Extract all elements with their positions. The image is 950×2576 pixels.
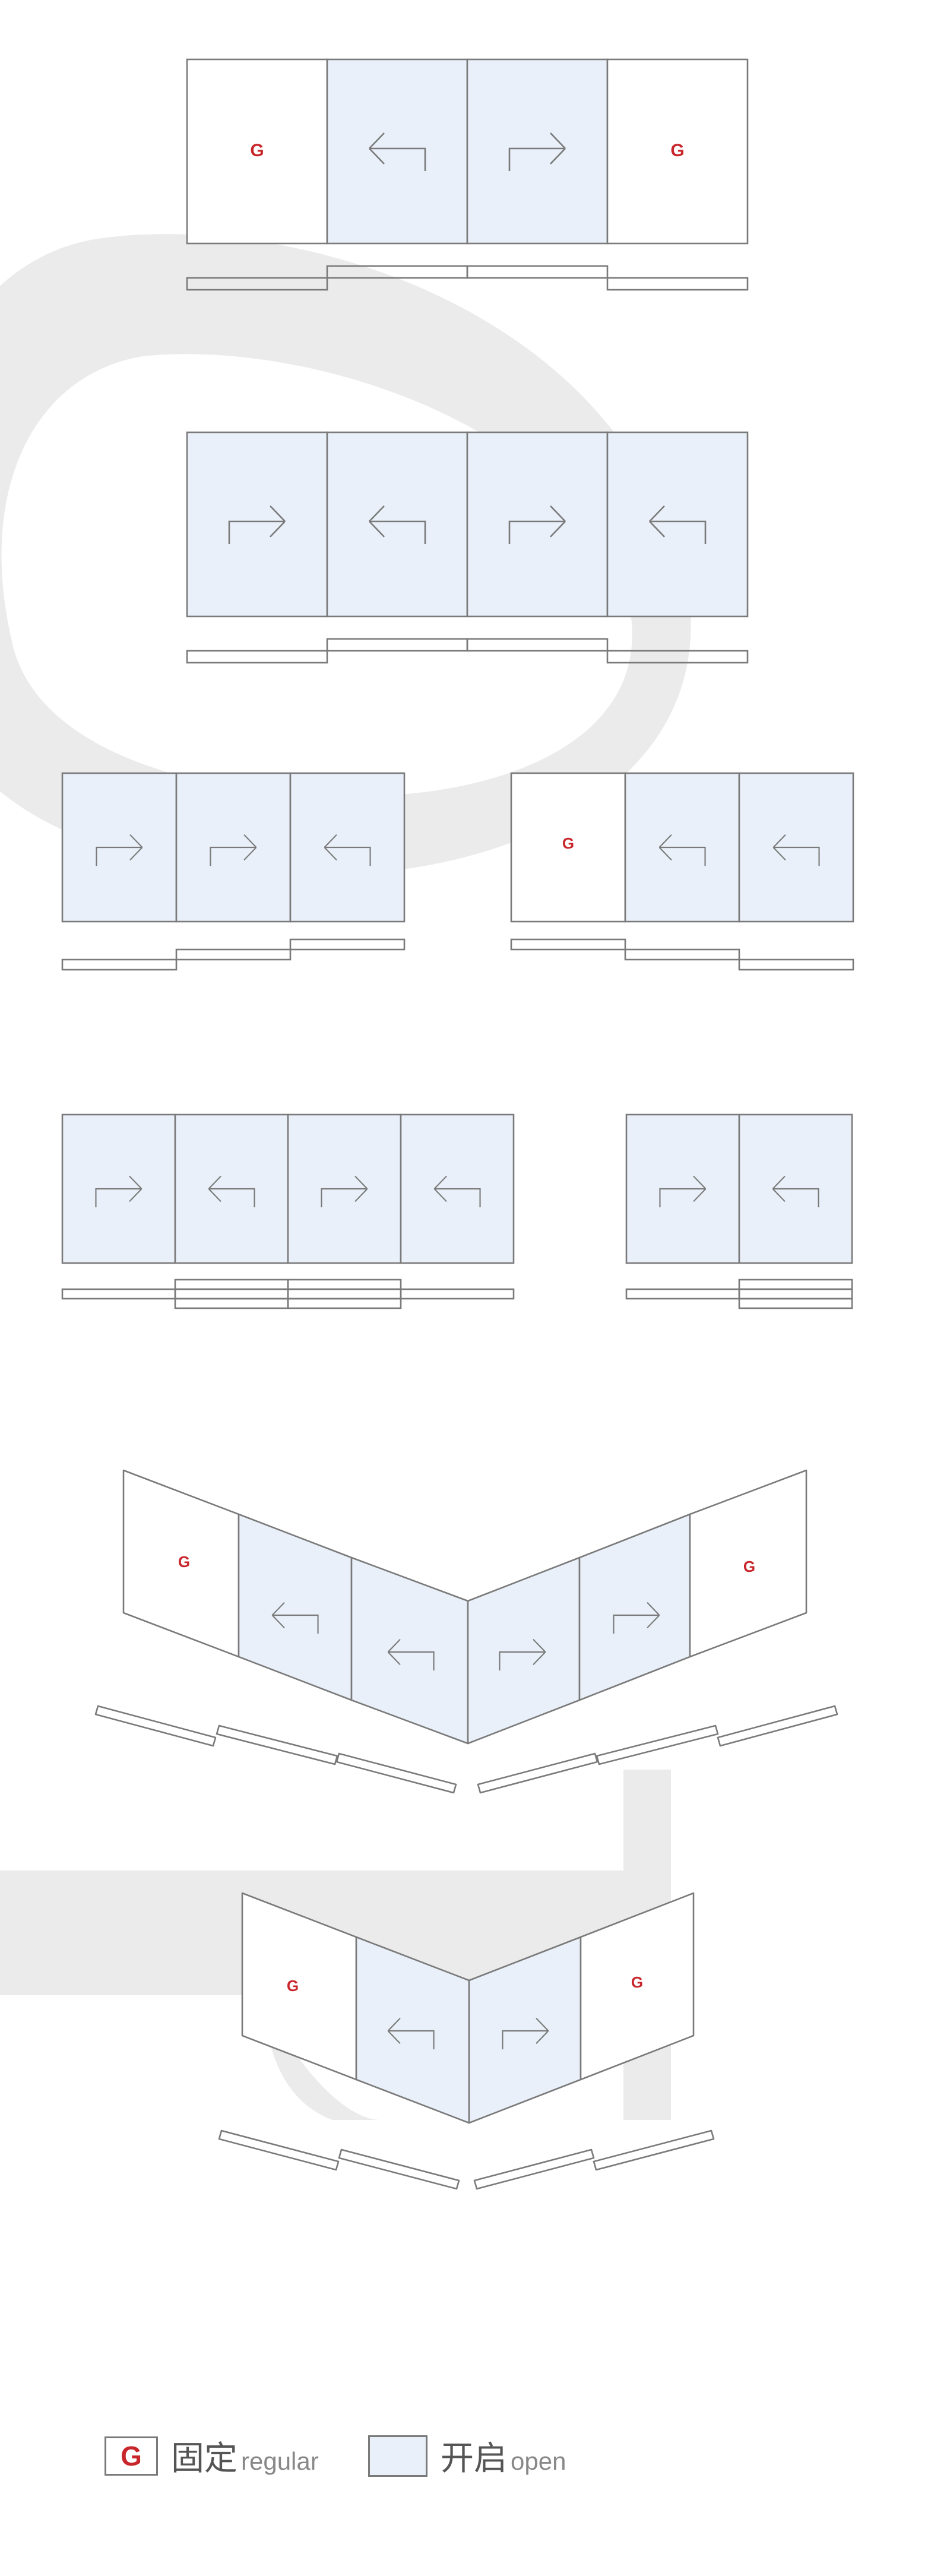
config-5 — [61, 1113, 515, 1309]
panel-open — [186, 431, 328, 618]
fixed-mark: G — [287, 1977, 299, 1995]
panel-fixed — [186, 58, 328, 245]
panel-fixed — [510, 772, 626, 923]
legend-fixed-label-cn: 固定 — [171, 2439, 238, 2478]
legend-fixed-label-en: regular — [241, 2447, 319, 2475]
fixed-mark: G — [250, 141, 264, 160]
config-3 — [61, 772, 406, 971]
panel-fixed — [606, 58, 749, 245]
track-plan — [510, 938, 854, 971]
panel-open — [238, 1513, 353, 1701]
legend-open-label-cn: 开启 — [441, 2439, 507, 2478]
track-plan — [625, 1278, 853, 1309]
config-4: G — [510, 772, 854, 971]
legend-item-open: 开启 open — [368, 2432, 566, 2480]
fixed-mark: G — [562, 834, 574, 852]
config-1: G G — [186, 58, 749, 291]
open-swatch — [368, 2435, 428, 2477]
config-6 — [625, 1113, 853, 1309]
track-plan — [218, 2129, 715, 2190]
fixed-mark: G — [178, 1553, 190, 1571]
panel-open — [578, 1513, 691, 1701]
fixed-mark: G — [670, 141, 684, 160]
panel-open — [467, 1556, 581, 1745]
panel-open — [606, 431, 749, 618]
fixed-mark: G — [743, 1558, 755, 1575]
legend: G 固定 regular 开启 open — [0, 2408, 950, 2503]
panel-open — [466, 58, 609, 245]
track-plan — [94, 1705, 838, 1794]
track-plan — [186, 638, 749, 664]
panel-open — [326, 58, 468, 245]
config-8: G G — [218, 1892, 715, 2190]
config-7: G G — [94, 1469, 838, 1794]
panel-fixed — [689, 1469, 808, 1658]
panel-open — [466, 431, 609, 618]
track-plan — [186, 265, 749, 291]
fixed-swatch: G — [104, 2436, 158, 2476]
legend-item-fixed: G 固定 regular — [104, 2432, 319, 2480]
panel-fixed — [580, 1892, 695, 2081]
track-plan — [61, 938, 406, 971]
panel-open — [350, 1556, 469, 1745]
track-plan — [61, 1278, 515, 1309]
config-2 — [186, 431, 749, 664]
legend-open-label-en: open — [511, 2447, 566, 2475]
panel-open — [326, 431, 468, 618]
fixed-mark: G — [631, 1973, 643, 1991]
